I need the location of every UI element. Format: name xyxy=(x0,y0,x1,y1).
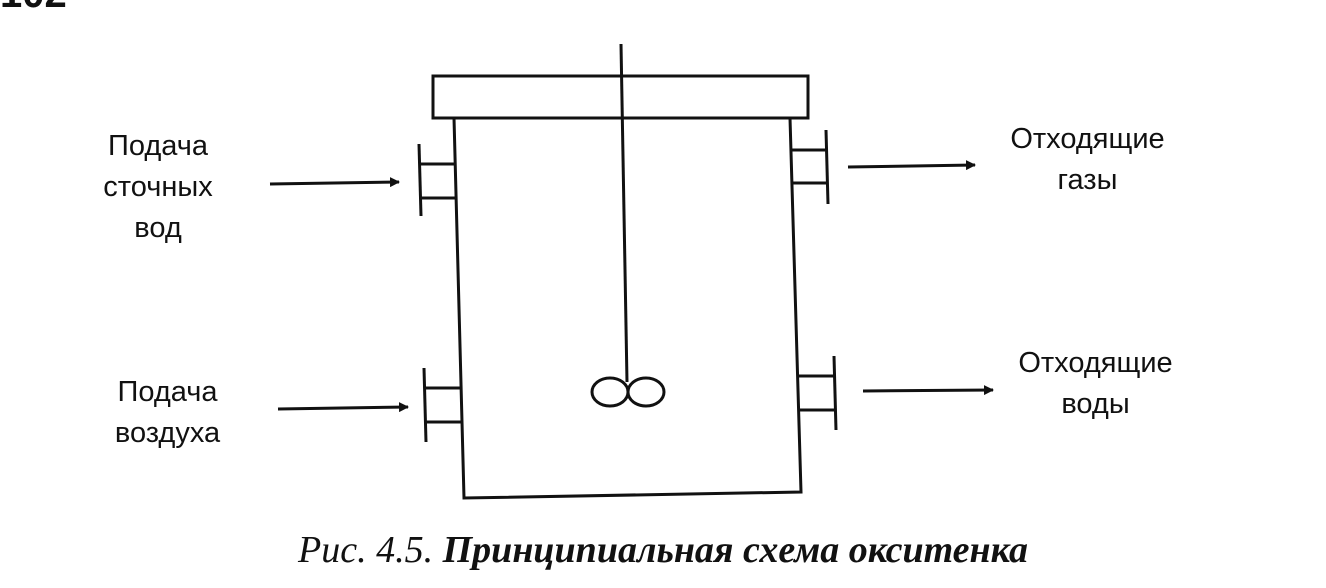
water-outlet-nozzle xyxy=(799,355,838,431)
impeller-icon xyxy=(590,376,666,408)
stirrer-shaft xyxy=(619,43,629,383)
water-outflow-arrow xyxy=(862,385,994,396)
air-inlet-nozzle xyxy=(422,367,461,443)
water-output-label: Отходящие воды xyxy=(1018,347,1173,420)
gas-outflow-arrow xyxy=(847,160,976,171)
figure-caption: Рис. 4.5. Принципиальная схема окситенка xyxy=(0,528,1326,572)
air-inflow-arrow xyxy=(277,402,409,413)
air-input-label: Подача воздуха xyxy=(114,376,221,449)
caption-number: Рис. 4.5. xyxy=(298,529,434,571)
page-number: 102 xyxy=(0,0,67,17)
tank-body xyxy=(452,117,803,500)
wastewater-input-label: Подача сточных вод xyxy=(103,130,213,244)
gas-output-label: Отходящие газы xyxy=(1010,123,1165,196)
wastewater-inlet-nozzle xyxy=(417,143,456,217)
gas-outlet-nozzle xyxy=(791,129,830,205)
caption-title: Принципиальная схема окситенка xyxy=(442,529,1028,571)
wastewater-inflow-arrow xyxy=(269,177,400,188)
